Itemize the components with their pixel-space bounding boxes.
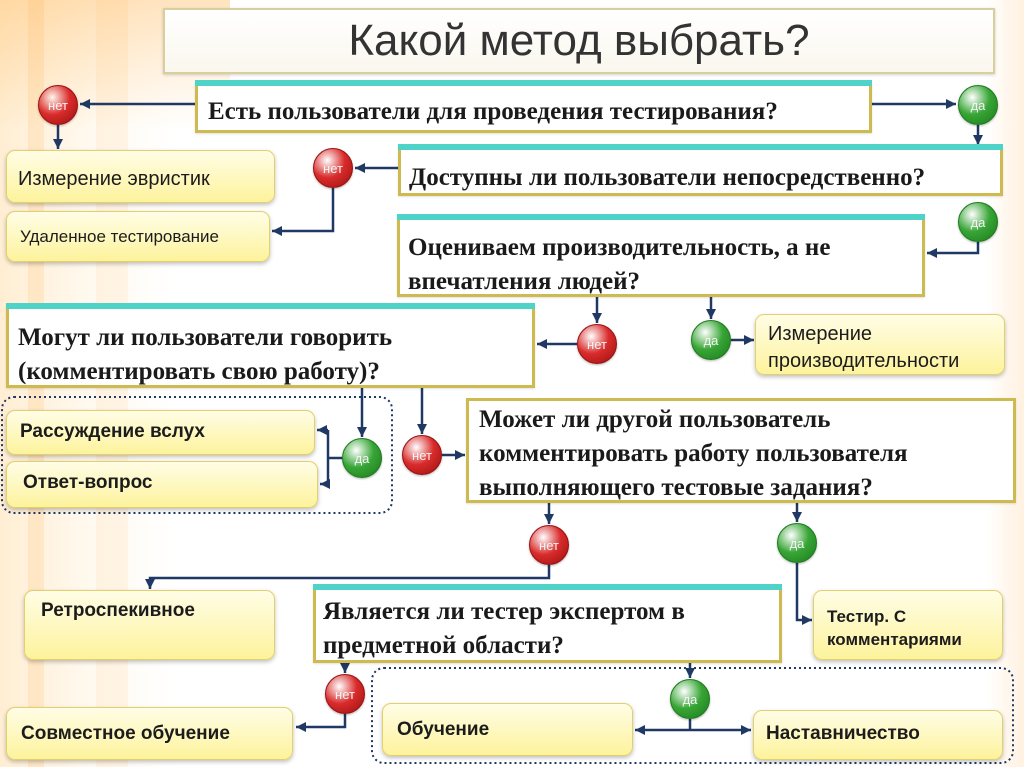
- method-retrospective: Ретроспекивное: [24, 590, 275, 660]
- method-performance-measurement: Измерение производительности: [755, 314, 1005, 375]
- decision-yes-has-users: да: [958, 85, 998, 125]
- answer-label: нет: [587, 336, 607, 352]
- question-text-line: Является ли тестер экспертом в: [323, 598, 685, 625]
- answer-label: да: [682, 691, 698, 707]
- method-training: Обучение: [382, 703, 633, 756]
- decision-yes-another-user: да: [777, 523, 817, 563]
- method-label: Измерение эвристик: [18, 168, 210, 190]
- question-has-users: Есть пользователи для проведения тестиро…: [195, 80, 872, 133]
- decision-yes-users-can-talk: да: [342, 438, 382, 478]
- question-text: Доступны ли пользователи непосредственно…: [409, 164, 926, 191]
- accent-bar: [6, 303, 535, 309]
- question-measure-performance: Оцениваем производительность, а не впеча…: [397, 214, 925, 297]
- question-text-line: (комментировать свою работу)?: [18, 358, 380, 385]
- answer-label: да: [970, 214, 986, 230]
- method-label: Ответ-вопрос: [23, 472, 153, 493]
- accent-bar: [397, 214, 925, 220]
- answer-label: нет: [335, 686, 355, 702]
- decision-no-directly-available: нет: [313, 148, 353, 188]
- method-label: Ретроспекивное: [41, 600, 195, 621]
- method-label-line: Измерение: [768, 323, 873, 345]
- page-title: Какой метод выбрать?: [348, 16, 810, 65]
- connector-no-remote: [272, 188, 335, 236]
- method-thinking-aloud: Рассуждение вслух: [6, 410, 315, 455]
- connector-no-retrospective: [145, 565, 551, 589]
- decision-no-another-user: нет: [529, 525, 569, 565]
- method-label: Наставничество: [766, 723, 920, 744]
- decision-no-users-can-talk: нет: [402, 435, 442, 475]
- method-label-line: комментариями: [827, 630, 962, 649]
- method-remote-testing: Удаленное тестирование: [6, 211, 270, 262]
- decision-yes-measure-performance: да: [691, 320, 731, 360]
- method-label: Удаленное тестирование: [20, 227, 220, 246]
- answer-label: нет: [48, 97, 68, 113]
- method-label-line: производительности: [768, 350, 960, 372]
- question-text-line: комментировать работу пользователя: [479, 440, 908, 467]
- method-commented-testing: Тестир. С комментариями: [813, 590, 1003, 660]
- method-question-answer: Ответ-вопрос: [6, 461, 318, 508]
- method-label-line: Тестир. С: [827, 607, 907, 626]
- answer-label: да: [354, 450, 370, 466]
- answer-label: нет: [412, 447, 432, 463]
- accent-bar: [195, 80, 872, 86]
- connector-yes-q3: [927, 242, 980, 258]
- connector-yes-commented: [795, 563, 812, 625]
- question-text-line: Может ли другой пользователь: [479, 406, 831, 433]
- decision-no-has-users: нет: [38, 85, 78, 125]
- question-text-line: предметной области?: [323, 632, 564, 659]
- connector-no-co-discovery: [296, 714, 347, 732]
- method-label: Совместное обучение: [21, 723, 230, 744]
- question-users-can-talk: Могут ли пользователи говорить (комменти…: [6, 303, 535, 388]
- accent-bar: [398, 144, 1003, 150]
- question-text-line: Могут ли пользователи говорить: [18, 324, 393, 351]
- answer-label: да: [703, 332, 719, 348]
- method-heuristic-evaluation: Измерение эвристик: [6, 150, 275, 203]
- decision-yes-tester-expert: да: [670, 679, 710, 719]
- question-users-directly-available: Доступны ли пользователи непосредственно…: [398, 144, 1003, 196]
- group-outline-talking-methods: [1, 396, 393, 514]
- question-another-user-comments: Может ли другой пользователь комментиров…: [466, 398, 1016, 503]
- decision-no-measure-performance: нет: [577, 324, 617, 364]
- decision-no-tester-expert: нет: [325, 674, 365, 714]
- accent-bar: [313, 584, 782, 590]
- answer-label: да: [789, 535, 805, 551]
- answer-label: нет: [539, 537, 559, 553]
- question-tester-is-expert: Является ли тестер экспертом в предметно…: [313, 584, 782, 663]
- method-label: Обучение: [397, 719, 490, 740]
- question-text-line: впечатления людей?: [408, 268, 641, 295]
- question-text-line: Оцениваем производительность, а не: [408, 234, 831, 261]
- method-co-discovery: Совместное обучение: [6, 707, 293, 760]
- title-box: Какой метод выбрать?: [163, 8, 995, 74]
- question-text: Есть пользователи для проведения тестиро…: [208, 98, 778, 125]
- answer-label: нет: [323, 160, 343, 176]
- method-mentoring: Наставничество: [753, 710, 1003, 760]
- decision-yes-directly-available: да: [958, 202, 998, 242]
- answer-label: да: [970, 97, 986, 113]
- group-outline-expert-methods: [371, 667, 1014, 764]
- question-text-line: выполняющего тестовые задания?: [479, 474, 873, 501]
- method-label: Рассуждение вслух: [20, 421, 205, 442]
